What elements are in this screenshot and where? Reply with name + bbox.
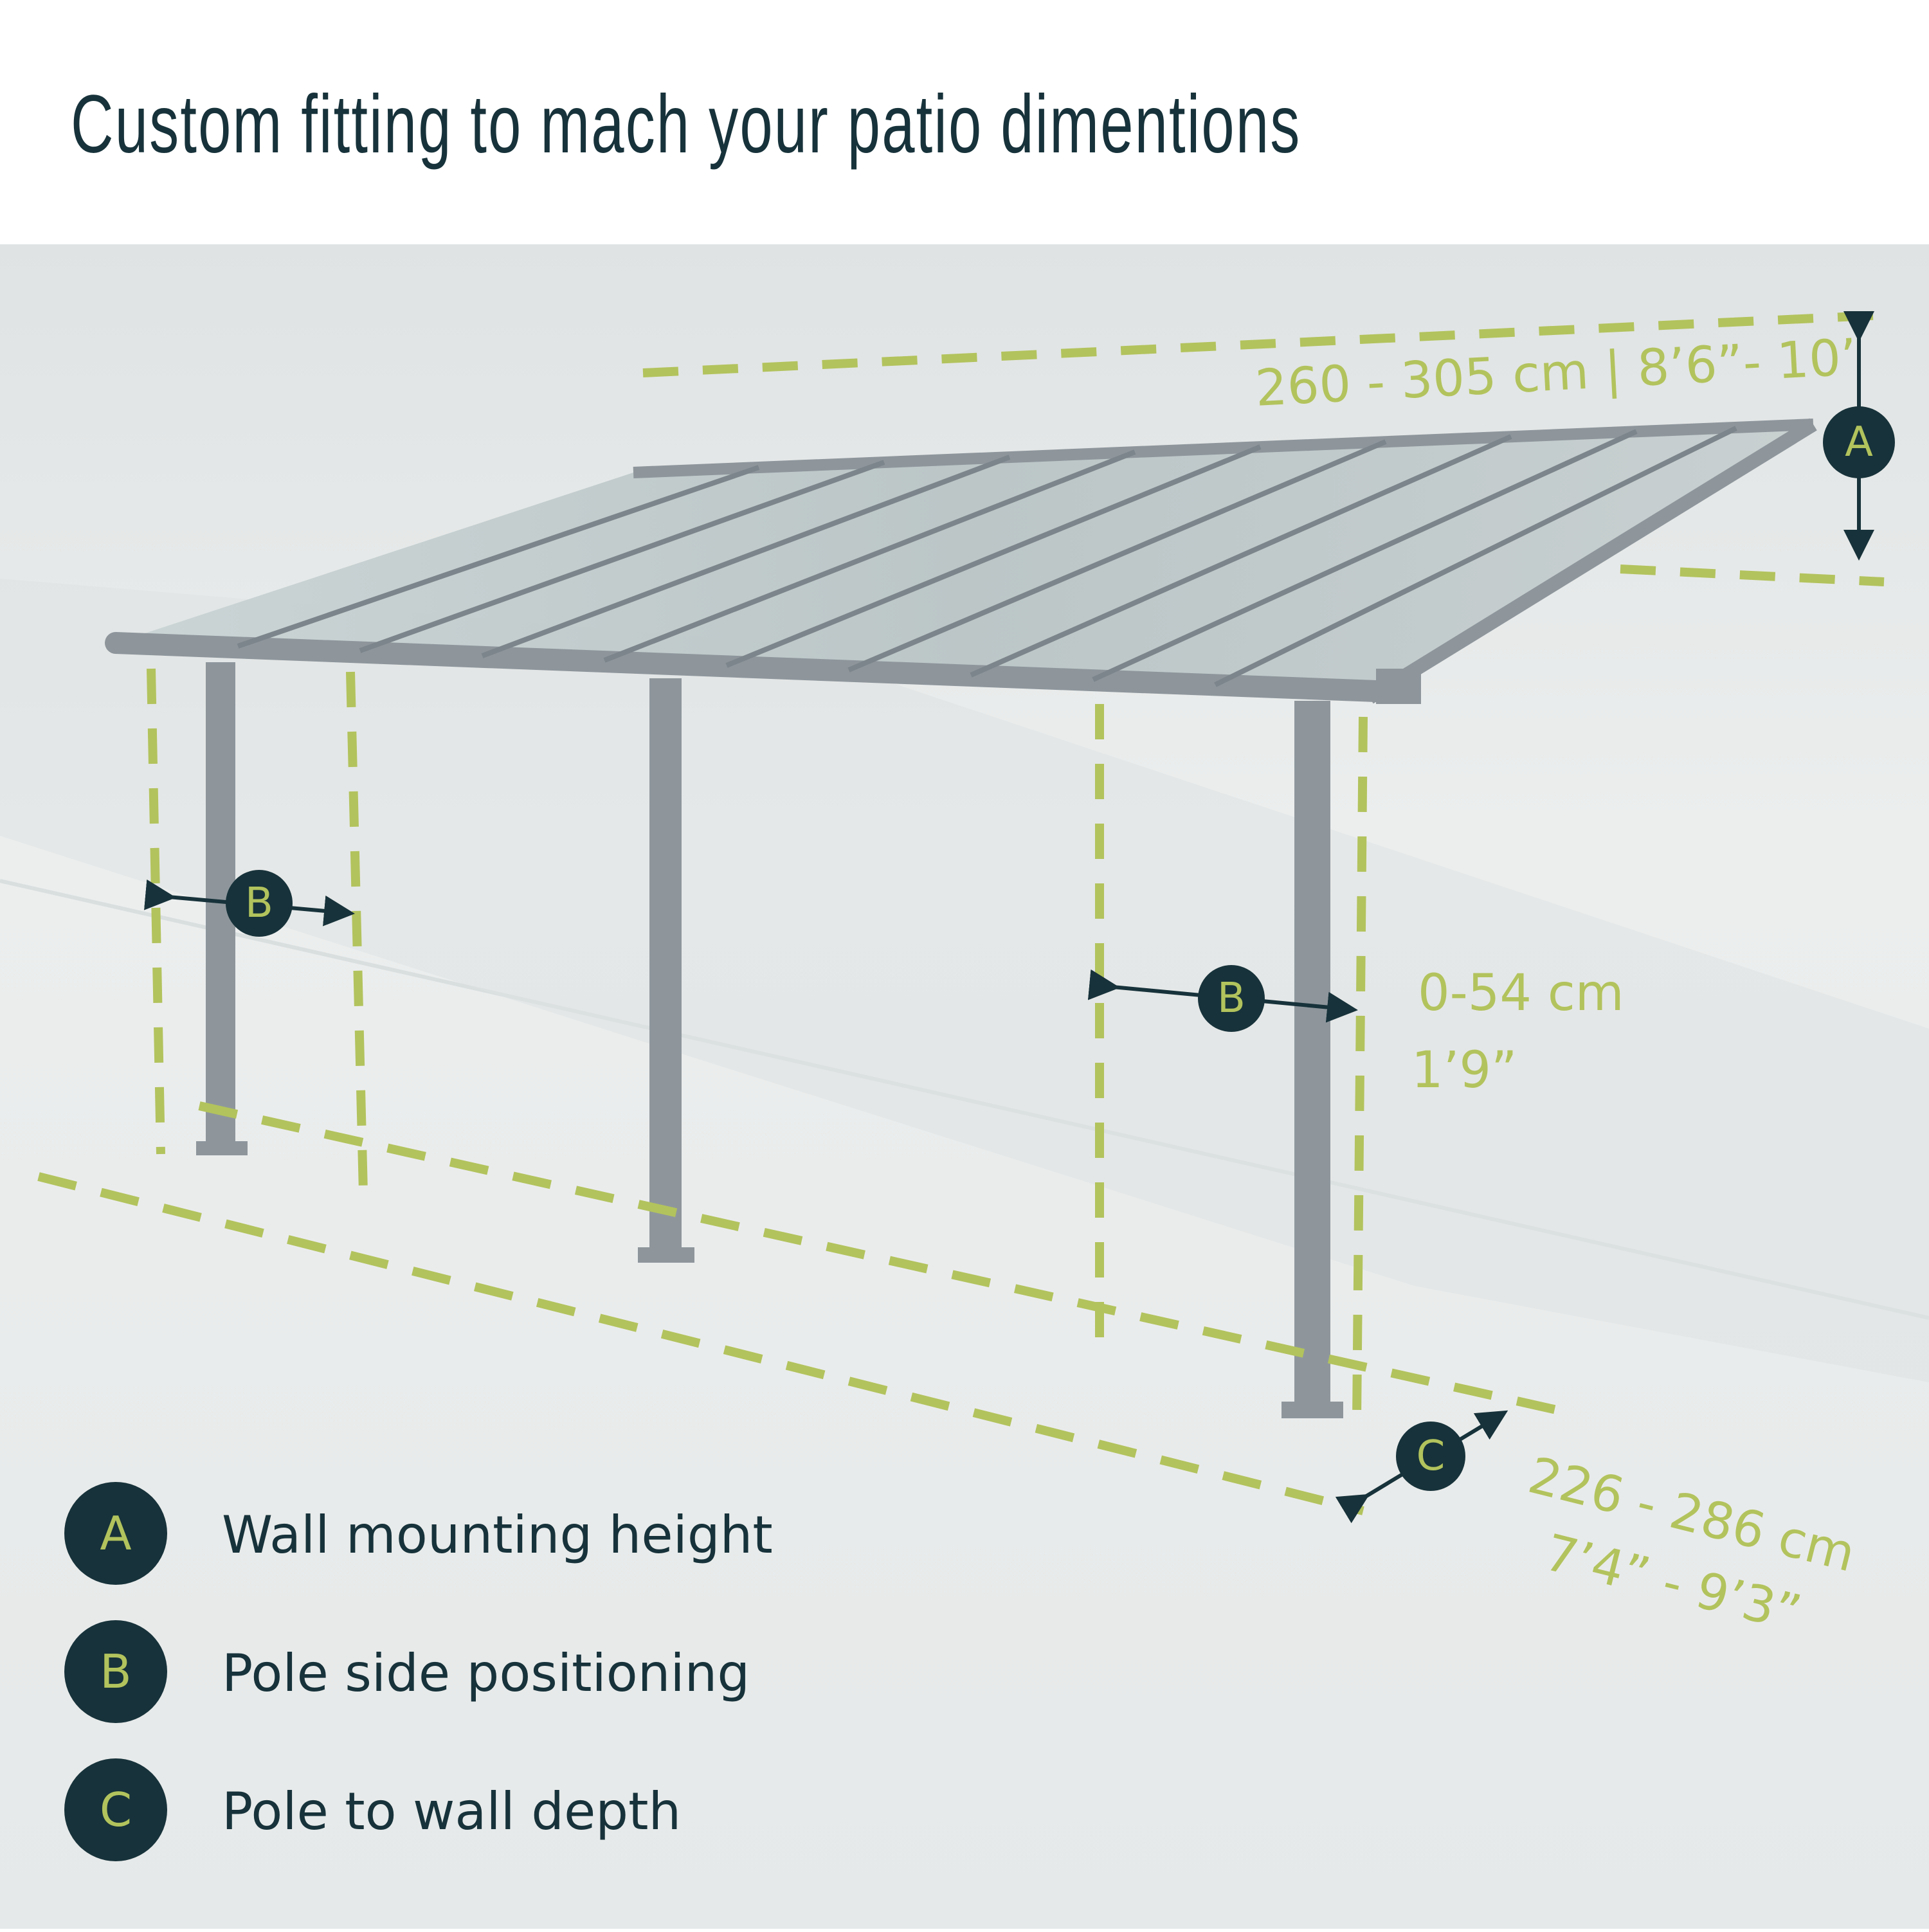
wall-shadow <box>0 579 1929 1382</box>
marker-c-letter: C <box>1417 1432 1445 1480</box>
dim-c-back-line <box>198 1101 1564 1416</box>
marker-a-badge <box>1823 406 1895 478</box>
wall-bracket <box>1376 669 1421 704</box>
marker-c-badge <box>1396 1422 1465 1491</box>
legend-item-b: B Pole side positioning <box>64 1620 964 1723</box>
dim-c-front-line <box>37 1172 1364 1515</box>
roof-front-gutter <box>105 632 1387 702</box>
dim-b-left-inner <box>346 671 368 1193</box>
pole-middle <box>649 678 682 1257</box>
legend-badge-b: B <box>64 1620 167 1723</box>
pergola-roof <box>105 418 1817 704</box>
marker-b-left-letter: B <box>245 880 273 927</box>
pole-right-base <box>1281 1402 1343 1418</box>
marker-b-right-letter: B <box>1217 975 1245 1022</box>
legend-text-a: Wall mounting height <box>222 1505 773 1565</box>
pergola-diagram: A B B C <box>0 244 1929 1929</box>
pole-right <box>1294 701 1330 1411</box>
marker-b-right: B <box>1087 965 1358 1032</box>
marker-b-left-badge <box>226 870 293 937</box>
marker-b-right-badge <box>1198 965 1265 1032</box>
legend-text-c: Pole to wall depth <box>222 1782 682 1841</box>
title-band: Custom fitting to mach your patio diment… <box>0 0 1929 244</box>
dim-b-label-imperial: 1’9” <box>1411 1042 1517 1099</box>
marker-b-left: B <box>143 870 355 937</box>
roof-ribs <box>237 426 1737 687</box>
marker-c: C <box>1335 1410 1508 1524</box>
roof-wall-rail <box>633 419 1814 478</box>
marker-a: A <box>1823 311 1895 561</box>
marker-a-letter: A <box>1845 419 1873 466</box>
legend-item-c: C Pole to wall depth <box>64 1758 964 1861</box>
legend-text-b: Pole side positioning <box>222 1643 750 1703</box>
roof-side-beam <box>1366 418 1817 704</box>
legend-badge-c: C <box>64 1758 167 1861</box>
legend-item-a: A Wall mounting height <box>64 1482 964 1585</box>
pole-middle-base <box>638 1247 694 1263</box>
dim-a-bottom-line <box>1620 564 1885 586</box>
dim-a-top-line <box>642 311 1885 377</box>
dim-b-label-metric: 0-54 cm <box>1418 964 1624 1022</box>
legend-badge-a: A <box>64 1482 167 1585</box>
page-title: Custom fitting to mach your patio diment… <box>71 78 1301 170</box>
diagram-scene: A B B C <box>0 244 1929 1929</box>
pole-left-base <box>196 1141 248 1155</box>
